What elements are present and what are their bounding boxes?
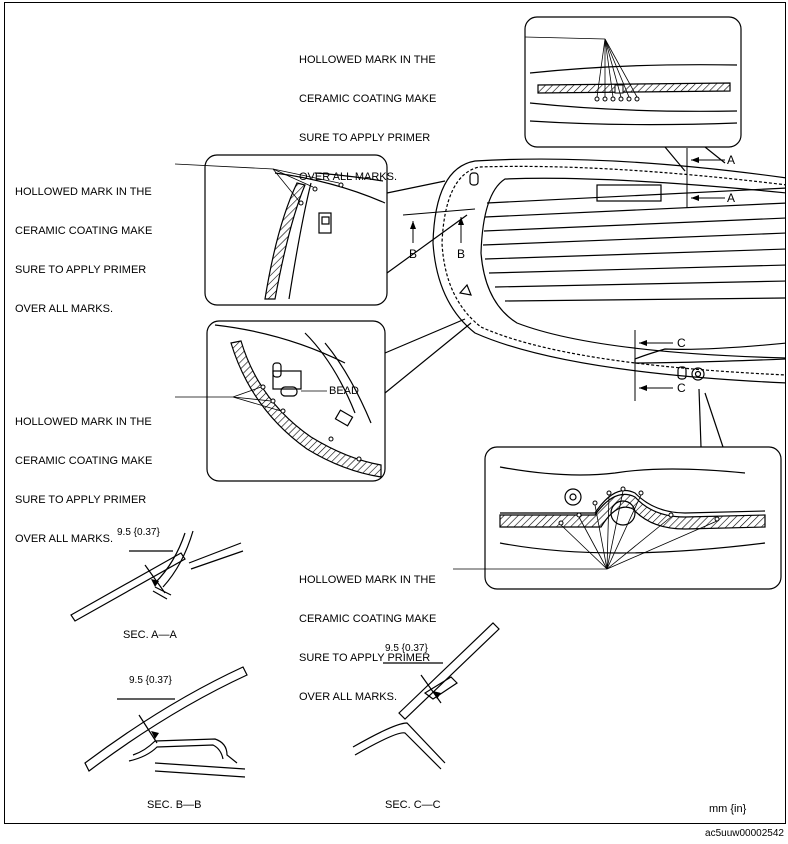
section-arrows xyxy=(410,157,699,391)
callout-bottom-line: CERAMIC COATING MAKE xyxy=(299,613,437,625)
diagram-frame: HOLLOWED MARK IN THE CERAMIC COATING MAK… xyxy=(4,2,786,824)
inset-lower-left xyxy=(206,318,472,482)
callout-upper-left-line: OVER ALL MARKS. xyxy=(15,303,114,315)
callout-upper-left-line: SURE TO APPLY PRIMER xyxy=(15,264,147,276)
section-letter-b-right: B xyxy=(457,247,466,261)
section-letter-b-left: B xyxy=(409,247,418,261)
callout-upper-left: HOLLOWED MARK IN THE CERAMIC COATING MAK… xyxy=(15,160,152,329)
section-aa-drawing xyxy=(70,530,244,622)
callout-top-line: CERAMIC COATING MAKE xyxy=(299,93,437,105)
units-label: mm {in} xyxy=(709,803,747,815)
section-letter-a-top: A xyxy=(727,153,736,167)
callout-top: HOLLOWED MARK IN THE CERAMIC COATING MAK… xyxy=(299,28,436,197)
section-letter-a-bottom: A xyxy=(727,191,736,205)
callout-top-line: HOLLOWED MARK IN THE xyxy=(299,54,436,66)
callout-lower-left: HOLLOWED MARK IN THE CERAMIC COATING MAK… xyxy=(15,390,152,559)
document-id: ac5uuw00002542 xyxy=(705,828,784,839)
section-title-bb: SEC. B—B xyxy=(147,799,202,811)
section-letter-c-top: C xyxy=(677,336,686,350)
section-letter-c-bottom: C xyxy=(677,381,686,395)
section-cc-drawing xyxy=(352,622,500,770)
inset-upper-left xyxy=(204,154,468,306)
callout-top-line: OVER ALL MARKS. xyxy=(299,171,398,183)
windshield-diagram xyxy=(70,16,785,778)
callout-upper-left-line: CERAMIC COATING MAKE xyxy=(15,225,153,237)
bead-label: BEAD xyxy=(329,385,359,397)
callout-lower-left-line: CERAMIC COATING MAKE xyxy=(15,455,153,467)
inset-bottom-right xyxy=(484,388,782,590)
dimension-aa: 9.5 {0.37} xyxy=(117,527,160,538)
callout-top-line: SURE TO APPLY PRIMER xyxy=(299,132,431,144)
dimension-cc: 9.5 {0.37} xyxy=(385,643,428,654)
dimension-bb: 9.5 {0.37} xyxy=(129,675,172,686)
section-bb-drawing xyxy=(84,666,248,778)
callout-bottom-line: SURE TO APPLY PRIMER xyxy=(299,652,431,664)
callout-lower-left-line: HOLLOWED MARK IN THE xyxy=(15,416,152,428)
inset-top xyxy=(524,16,742,172)
section-title-aa: SEC. A—A xyxy=(123,629,177,641)
callout-lower-left-line: SURE TO APPLY PRIMER xyxy=(15,494,147,506)
callout-bottom-line: HOLLOWED MARK IN THE xyxy=(299,574,436,586)
window-glass xyxy=(432,158,785,384)
section-title-cc: SEC. C—C xyxy=(385,799,441,811)
callout-bottom-line: OVER ALL MARKS. xyxy=(299,691,398,703)
callout-lower-left-line: OVER ALL MARKS. xyxy=(15,533,114,545)
callout-upper-left-line: HOLLOWED MARK IN THE xyxy=(15,186,152,198)
callout-bottom: HOLLOWED MARK IN THE CERAMIC COATING MAK… xyxy=(299,548,436,717)
